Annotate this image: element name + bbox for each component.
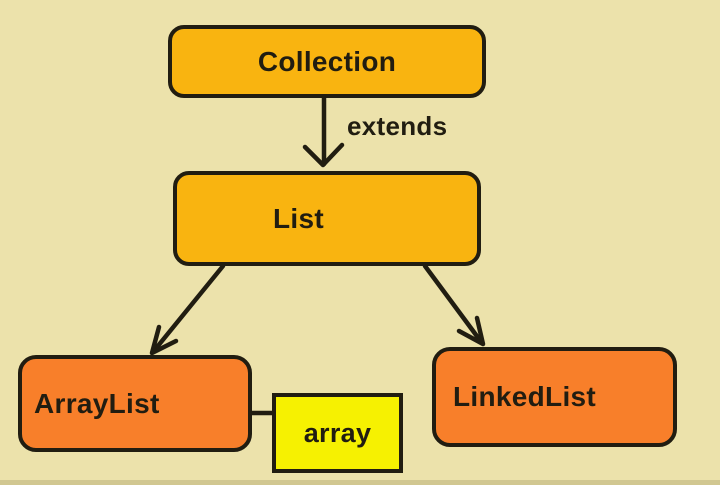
node-array: array — [272, 393, 403, 473]
bottom-edge-shading — [0, 480, 720, 485]
arrowhead-icon — [456, 315, 486, 347]
edge-extends-label: extends — [347, 111, 448, 141]
node-linkedlist: LinkedList — [432, 347, 677, 447]
node-collection-label: Collection — [257, 45, 397, 77]
node-arraylist: ArrayList — [18, 355, 252, 452]
node-list-label: List — [273, 202, 324, 234]
edge-line — [150, 263, 226, 355]
node-linkedlist-label: LinkedList — [453, 381, 597, 412]
edge-list-to-arraylist — [149, 263, 226, 356]
edge-collection-to-list — [302, 93, 345, 168]
edge-list-to-linkedlist — [422, 263, 486, 347]
edge-line — [422, 263, 485, 346]
arrowhead-icon — [302, 142, 345, 168]
node-array-label: array — [303, 417, 372, 448]
arrowhead-icon — [149, 324, 179, 356]
node-list: List — [173, 171, 481, 266]
node-collection: Collection — [168, 25, 486, 98]
node-arraylist-label: ArrayList — [34, 387, 160, 419]
